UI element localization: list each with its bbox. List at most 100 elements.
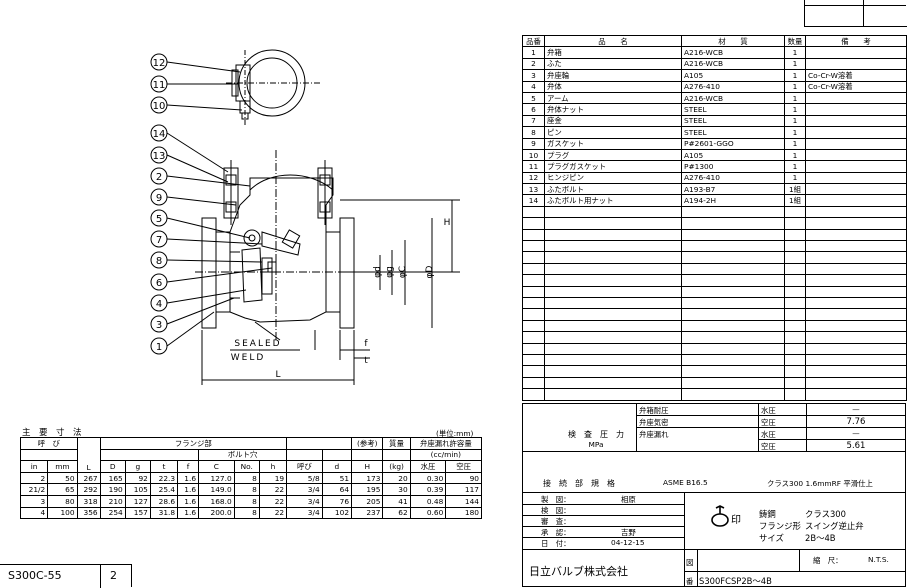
parts-cell-name: ふたボルト [544, 183, 682, 196]
weld-label: WELD [231, 353, 266, 363]
parts-cell-blank [681, 308, 785, 321]
dims-value: 22.3 [149, 471, 179, 485]
parts-cell-blank [522, 319, 545, 333]
parts-row-blank [522, 365, 907, 378]
parts-row-blank [522, 319, 907, 333]
title-rowline [523, 537, 684, 538]
parts-cell-qty: 1 [784, 80, 806, 93]
title-row-value: 04-12-15 [611, 538, 645, 547]
parts-cell-blank [544, 331, 682, 344]
dims-value: 1.6 [177, 471, 200, 485]
title-rowline [523, 549, 905, 550]
inspection-label: 検 査 圧 力 [568, 430, 624, 439]
parts-cell-remarks [805, 57, 907, 71]
desc-value: クラス300 [805, 509, 846, 519]
dims-value: 62 [382, 506, 411, 520]
dims-value: 3/4 [286, 494, 323, 508]
dims-title: 主 要 寸 法 [22, 428, 82, 438]
parts-cell-no: 6 [522, 103, 545, 116]
parts-cell-material: A216-WCB [681, 91, 785, 105]
parts-row-blank [522, 262, 907, 276]
parts-cell-material: A276-410 [681, 80, 785, 93]
dims-header-blank [286, 437, 353, 450]
parts-cell-remarks [805, 91, 907, 105]
dims-col-header: t [149, 460, 179, 473]
dims-header-mass: 質量 [382, 437, 411, 450]
title-rowline [523, 526, 684, 527]
title-rowline [523, 504, 684, 505]
balloon-label: 1 [156, 342, 162, 353]
title-divider [697, 549, 698, 586]
parts-cell-no: 8 [522, 126, 545, 139]
dims-value: 168.0 [198, 494, 235, 508]
dim-f-label: f [364, 339, 368, 349]
title-row-value: 相原 [621, 495, 636, 504]
inspection-rowline [636, 427, 905, 428]
dims-header-leak-unit: (cc/min) [409, 448, 483, 462]
parts-cell-blank [784, 217, 806, 230]
balloon-label: 11 [153, 80, 166, 91]
dims-value: 19 [258, 471, 288, 485]
scale-label: 縮 尺： [813, 556, 843, 565]
parts-cell-qty: 1組 [784, 194, 806, 207]
parts-cell-remarks [805, 194, 907, 207]
parts-row-blank [522, 296, 907, 310]
parts-cell-no: 1 [522, 46, 545, 59]
dims-value: 2 [19, 471, 49, 485]
parts-cell-qty: 1組 [784, 183, 806, 196]
connection-standard: ASME B16.5 [663, 478, 708, 487]
parts-cell-remarks: Co-Cr-W溶着 [805, 69, 907, 82]
parts-cell-blank [522, 308, 545, 321]
parts-cell-material: A105 [681, 148, 785, 162]
parts-cell-remarks [805, 46, 907, 59]
parts-cell-blank [544, 365, 682, 378]
dims-value: 205 [351, 494, 384, 508]
parts-cell-blank [681, 228, 785, 242]
balloon-label: 5 [156, 214, 162, 225]
balloon-label: 3 [156, 320, 162, 331]
dims-value: 5/8 [286, 471, 323, 485]
parts-cell-material: A105 [681, 69, 785, 82]
dims-header-yobi: 呼 び [20, 437, 78, 450]
dims-value: 21/2 [19, 483, 49, 496]
dim-L-label: L [275, 370, 280, 380]
parts-cell-blank [544, 342, 682, 355]
parts-cell-blank [805, 240, 907, 253]
parts-cell-name: プラグガスケット [544, 160, 682, 173]
dims-value: 3 [19, 494, 49, 508]
parts-cell-remarks [805, 171, 907, 185]
dims-col-header: g [124, 460, 151, 473]
parts-cell-remarks [805, 103, 907, 116]
dims-value: 41 [382, 494, 411, 508]
footer-code: S300C-55 [8, 569, 62, 582]
parts-cell-blank [805, 342, 907, 355]
parts-cell-material: A216-WCB [681, 46, 785, 59]
parts-cell-remarks [805, 160, 907, 173]
dims-value: 195 [351, 483, 384, 496]
parts-cell-blank [805, 205, 907, 219]
dims-value: 0.48 [409, 494, 447, 508]
parts-cell-qty: 1 [784, 57, 806, 71]
parts-cell-remarks: Co-Cr-W溶着 [805, 80, 907, 93]
dims-value: 180 [445, 506, 482, 520]
parts-row-blank [522, 217, 907, 230]
parts-cell-no: 13 [522, 183, 545, 196]
parts-cell-blank [681, 331, 785, 344]
parts-cell-remarks [805, 183, 907, 196]
dims-header-blank [321, 448, 353, 462]
parts-cell-blank [784, 308, 806, 321]
parts-cell-blank [805, 228, 907, 242]
parts-cell-blank [544, 228, 682, 242]
parts-cell-blank [805, 296, 907, 310]
parts-cell-blank [522, 217, 545, 230]
dims-value: 237 [351, 506, 384, 520]
parts-cell-blank [805, 262, 907, 276]
parts-cell-blank [784, 353, 806, 367]
parts-cell-blank [544, 376, 682, 390]
inspection-medium: 空圧 [761, 442, 776, 451]
